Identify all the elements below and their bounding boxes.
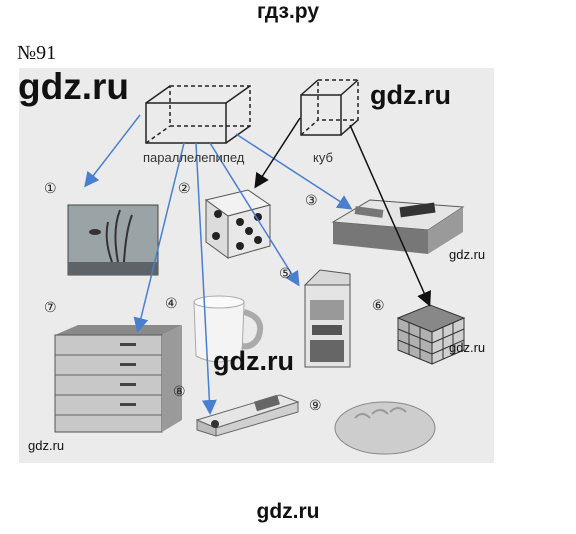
task-number: №91 (17, 42, 57, 64)
item-number-3: ③ (305, 193, 318, 209)
carton-box-image (195, 394, 300, 437)
juice-carton-image (303, 269, 351, 368)
item-number-7: ⑦ (44, 300, 57, 316)
cube-arrows (254, 117, 432, 307)
item-number-4: ④ (165, 296, 178, 312)
rubik-cube-image (396, 304, 466, 365)
parallelepiped-arrows (84, 114, 353, 415)
item-number-1: ① (44, 181, 57, 197)
item-number-2: ② (178, 181, 191, 197)
watermark-top-right: gdz.ru (370, 80, 451, 110)
item-number-9: ⑨ (309, 398, 322, 414)
cube-figure (300, 79, 359, 136)
site-header: гдз.ру (256, 0, 320, 23)
item-number-8: ⑧ (173, 384, 186, 400)
parallelepiped-label: параллелепипед (143, 150, 245, 165)
box-image (331, 199, 465, 254)
aquarium-image (67, 204, 159, 276)
watermark-top-left: gdz.ru (18, 66, 129, 107)
bread-loaf-image (334, 401, 436, 455)
cube-label: куб (313, 150, 333, 165)
watermark-small-right-2: gdz.ru (449, 340, 486, 355)
chest-of-drawers-image (54, 325, 182, 433)
watermark-footer: gdz.ru (256, 500, 320, 523)
parallelepiped-figure (145, 85, 251, 144)
item-number-6: ⑥ (372, 298, 385, 314)
watermark-small-bottom-left: gdz.ru (28, 438, 65, 453)
dice-image (204, 189, 272, 259)
item-number-5: ⑤ (279, 266, 292, 282)
watermark-middle: gdz.ru (213, 346, 294, 376)
watermark-small-right-1: gdz.ru (449, 247, 486, 262)
